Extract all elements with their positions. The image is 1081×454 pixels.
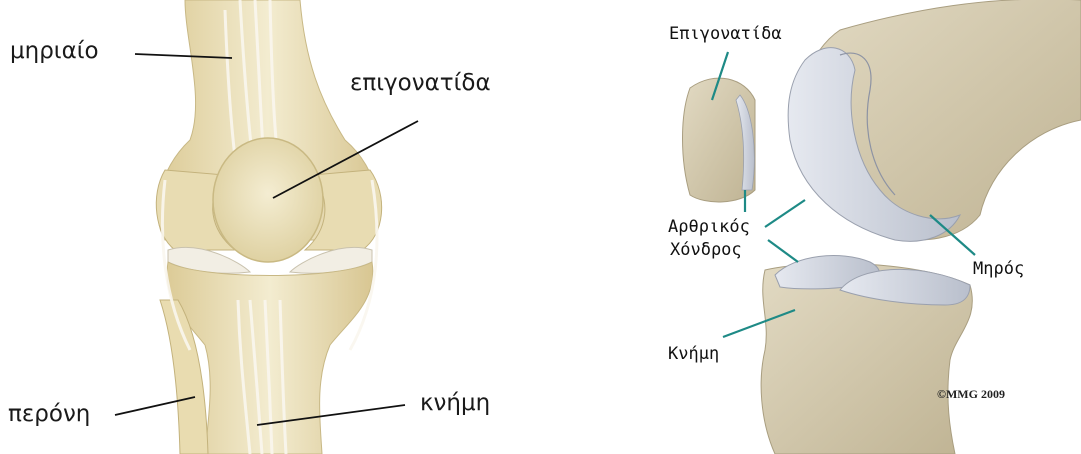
label-tibia-right: Κνήμη — [668, 344, 719, 364]
copyright-text: ©MMG 2009 — [937, 387, 1005, 402]
cartilage-leader-tibia — [768, 240, 798, 262]
knee-anterior-illustration: μηριαίο επιγονατίδα περόνη κνήμη — [0, 0, 540, 454]
label-fibula: περόνη — [8, 401, 90, 427]
label-femur: μηριαίο — [10, 38, 99, 64]
label-cartilage-line1: Αρθρικός — [668, 217, 750, 237]
label-femur-right: Μηρός — [973, 259, 1024, 279]
knee-cartilage-drawing — [540, 0, 1081, 454]
knee-anterior-drawing — [0, 0, 540, 454]
label-cartilage-line2: Χόνδρος — [670, 240, 742, 260]
label-tibia: κνήμη — [420, 390, 490, 416]
knee-cartilage-illustration: Επιγονατίδα Αρθρικός Χόνδρος Μηρός Κνήμη… — [540, 0, 1081, 454]
label-patella: επιγονατίδα — [350, 70, 491, 96]
cartilage-leader-femur — [765, 200, 805, 227]
patella-bone — [213, 138, 323, 262]
label-patella-right: Επιγονατίδα — [669, 24, 782, 44]
